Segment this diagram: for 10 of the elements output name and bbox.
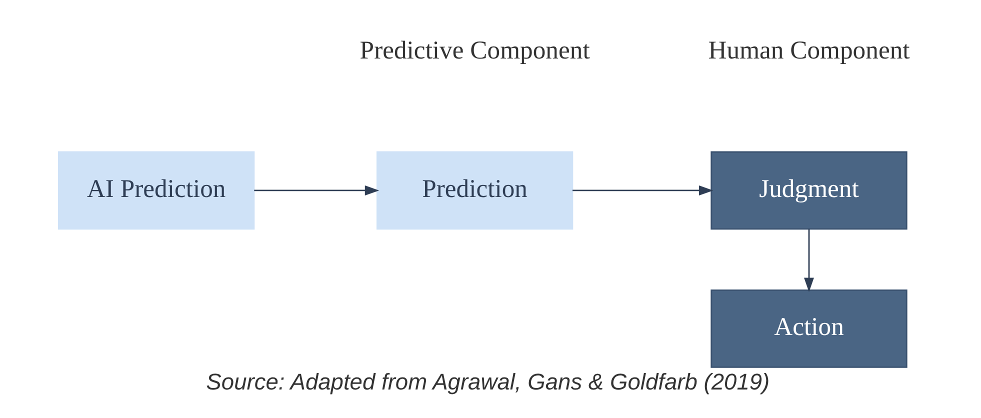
- node-box: AI Prediction: [58, 151, 255, 230]
- node-box: Judgment: [710, 151, 908, 230]
- arrow: [254, 185, 380, 196]
- arrow: [572, 185, 714, 196]
- arrow: [804, 229, 814, 292]
- node-box: Prediction: [376, 151, 574, 230]
- caption: Source: Adapted from Agrawal, Gans & Goldfarb (2019): [206, 368, 770, 395]
- node-box: Action: [710, 290, 908, 368]
- label: Predictive Component: [360, 36, 590, 65]
- label: Human Component: [708, 36, 910, 65]
